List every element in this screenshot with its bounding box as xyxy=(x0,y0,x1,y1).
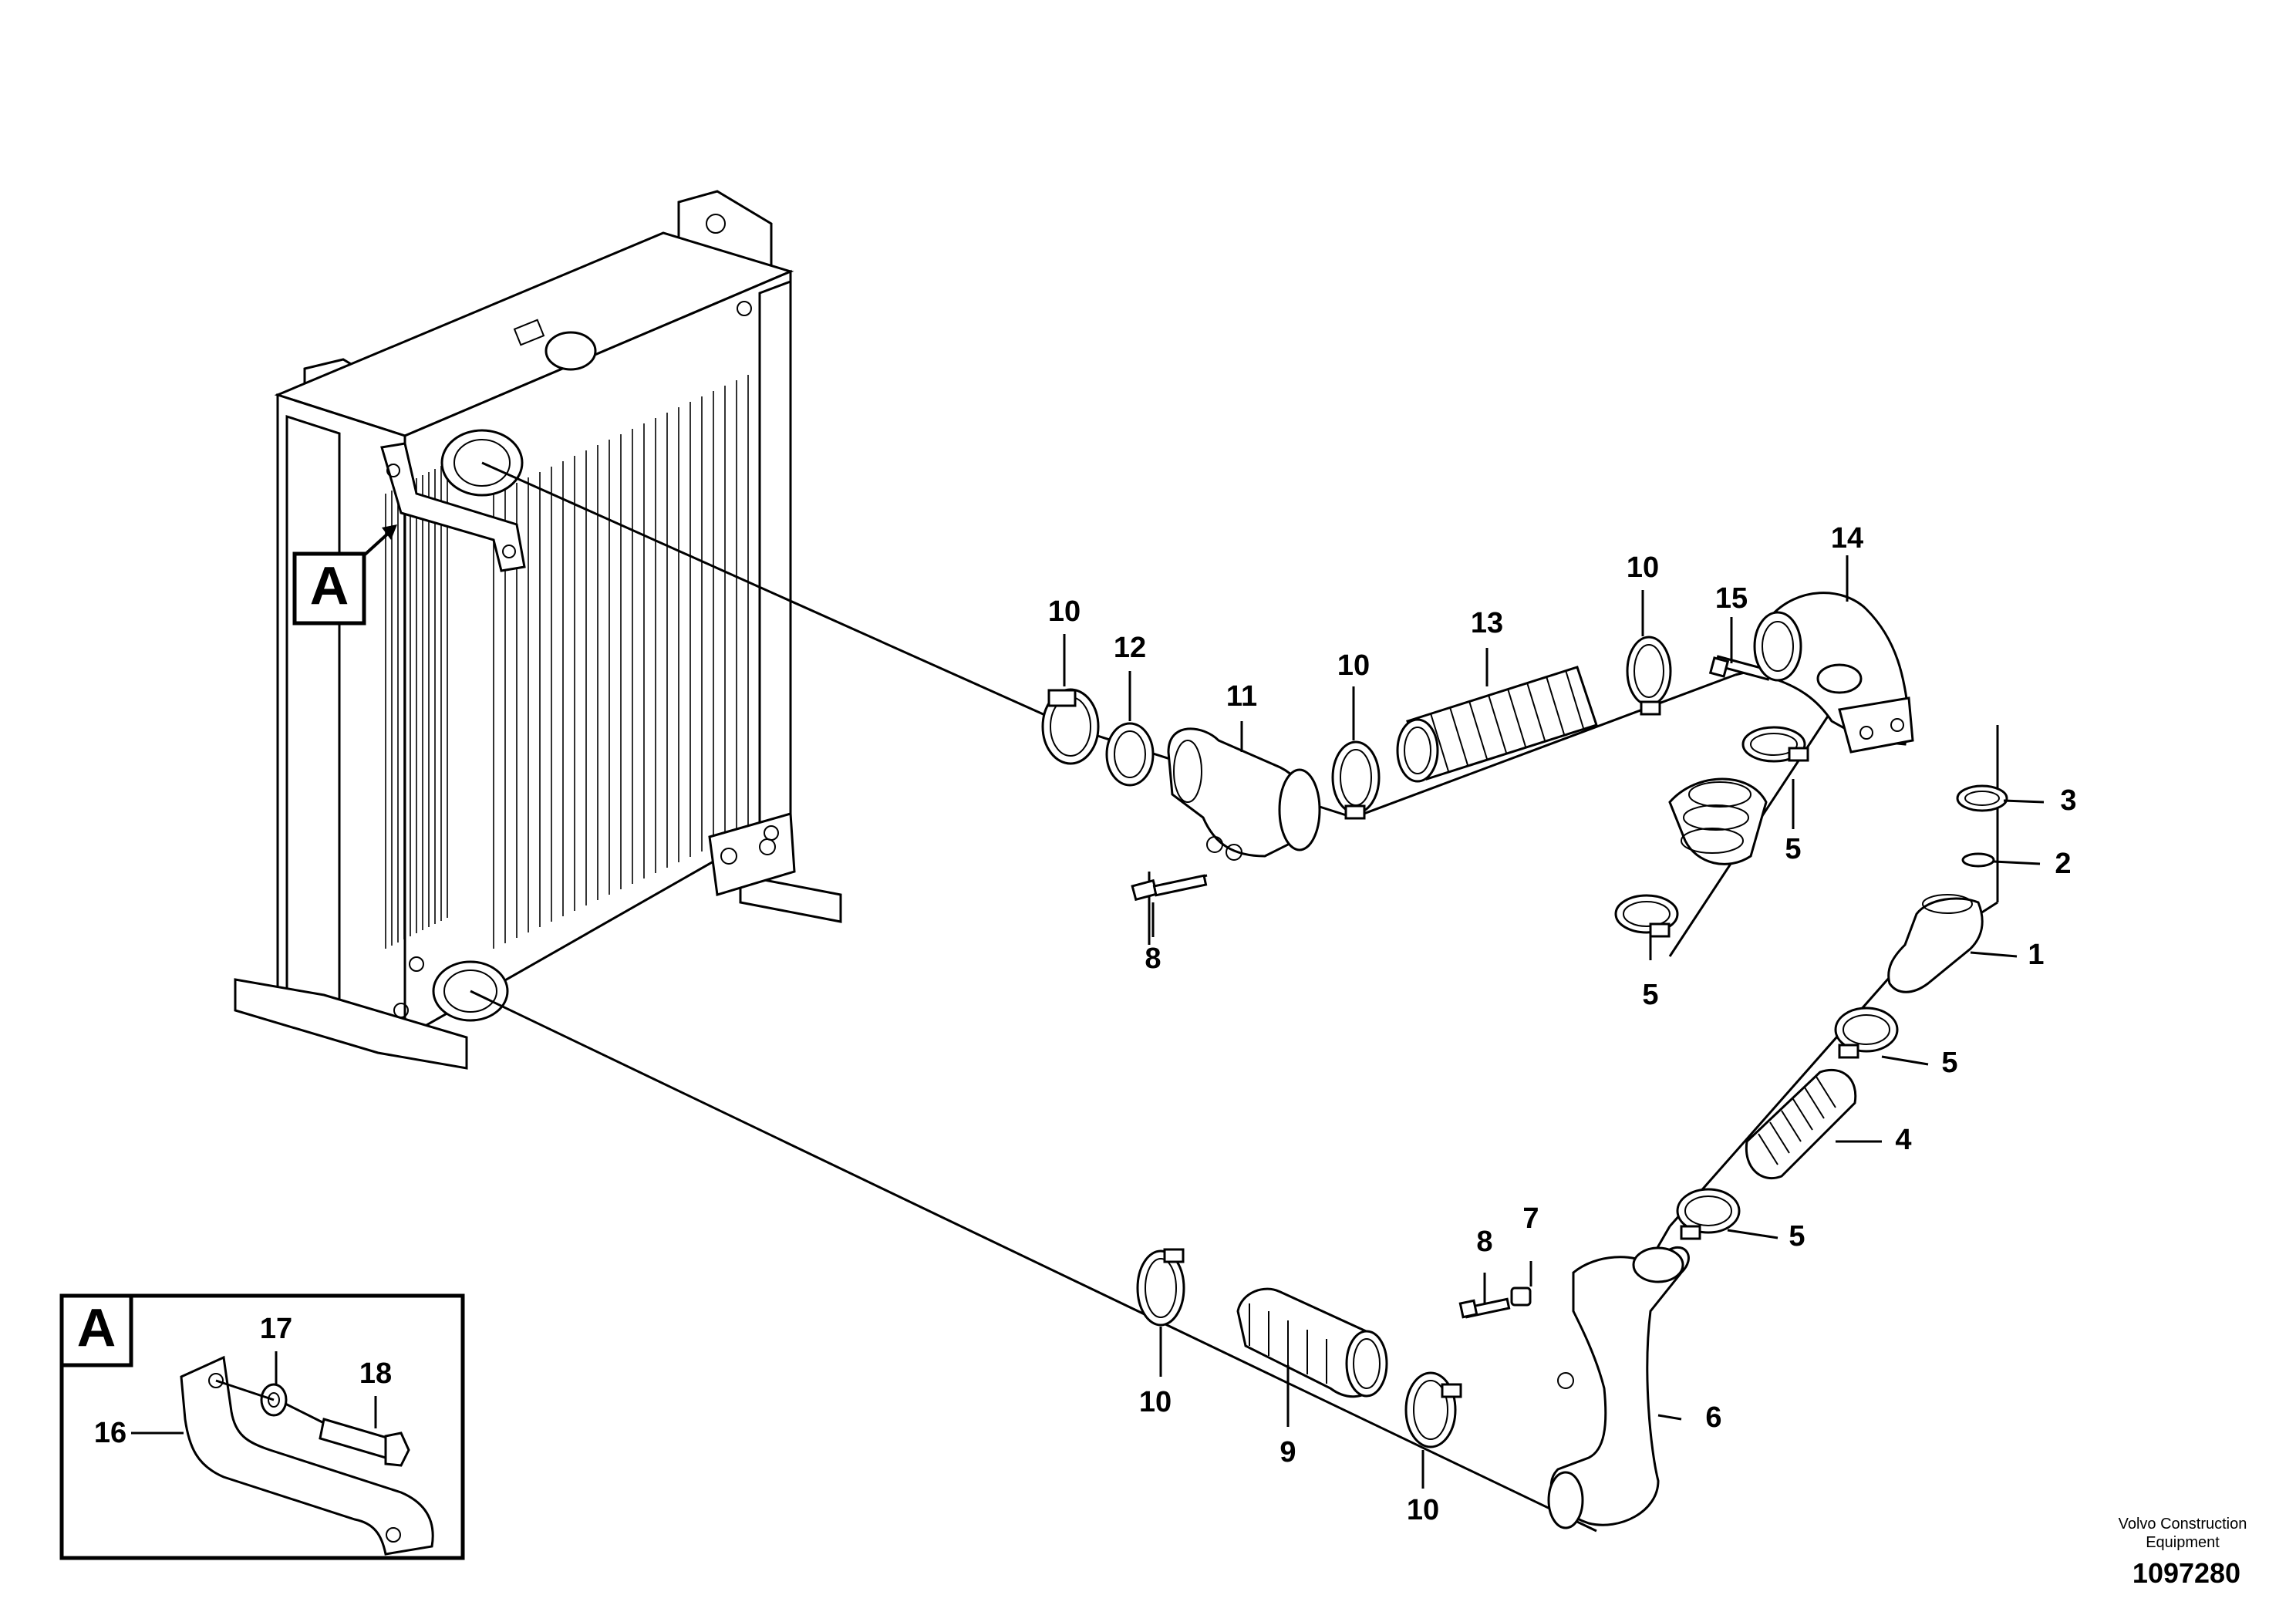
pipe-11 xyxy=(1167,727,1321,861)
hose-clamp-10-lower-left xyxy=(1136,1248,1185,1327)
callout-7: 7 xyxy=(1522,1202,1539,1235)
callout-10: 10 xyxy=(1139,1386,1172,1418)
callout-12: 12 xyxy=(1114,632,1146,664)
company-name-line1: Volvo Construction xyxy=(2119,1516,2247,1533)
company-name-line2: Equipment xyxy=(2146,1534,2220,1551)
callout-8: 8 xyxy=(1476,1226,1492,1258)
elbow-14 xyxy=(1753,592,1914,754)
bellows-hose-13 xyxy=(1396,666,1598,783)
assembly-lines xyxy=(470,461,1999,1533)
bolt-8-upper xyxy=(1131,874,1208,902)
spacer-7 xyxy=(1510,1286,1532,1307)
callout-18: 18 xyxy=(359,1357,392,1390)
callout-11: 11 xyxy=(1226,680,1257,713)
leader-lines xyxy=(1063,555,2045,1489)
callout-2: 2 xyxy=(2055,848,2071,880)
detail-inset-a: A 17 18 16 xyxy=(59,1293,465,1560)
hose-clamp-10-upper-middle xyxy=(1331,740,1381,820)
callout-6: 6 xyxy=(1705,1401,1721,1434)
hose-clamp-5-upper xyxy=(1741,726,1809,763)
hose-clamp-10-upper-left xyxy=(1041,688,1100,765)
hose-clamp-10-upper-right xyxy=(1626,636,1672,716)
hose-clamp-5-right-lower xyxy=(1676,1188,1741,1240)
callout-13: 13 xyxy=(1471,607,1503,639)
callout-5: 5 xyxy=(1642,979,1658,1011)
bolt-18 xyxy=(319,1418,410,1467)
bracket-16 xyxy=(180,1355,434,1556)
callout-4: 4 xyxy=(1895,1124,1911,1156)
callout-1: 1 xyxy=(2028,939,2044,971)
inset-letter: A xyxy=(77,1297,116,1357)
bellows-hose-4 xyxy=(1745,1068,1857,1180)
callout-14: 14 xyxy=(1831,522,1863,555)
bellows-coupling xyxy=(1668,777,1768,865)
detail-marker-a: A xyxy=(292,524,397,626)
hose-clamp-5-lower xyxy=(1614,894,1679,938)
hose-clamp-3 xyxy=(1956,784,2008,812)
hose-clamp-10-lower-right xyxy=(1404,1371,1462,1448)
callout-5: 5 xyxy=(1941,1047,1957,1079)
callout-10: 10 xyxy=(1337,649,1370,682)
callout-10: 10 xyxy=(1407,1494,1439,1526)
callout-10: 10 xyxy=(1627,551,1659,584)
callout-16: 16 xyxy=(94,1417,126,1449)
callout-8: 8 xyxy=(1145,943,1161,975)
pipe-6 xyxy=(1547,1246,1690,1529)
callout-3: 3 xyxy=(2060,784,2076,817)
hose-clamp-5-right-upper xyxy=(1834,1007,1899,1059)
hose-1 xyxy=(1887,894,1984,993)
detail-marker-letter: A xyxy=(310,555,349,615)
callout-15: 15 xyxy=(1715,582,1748,615)
callout-17: 17 xyxy=(260,1313,292,1345)
radiator-assembly xyxy=(234,190,842,1070)
callout-9: 9 xyxy=(1279,1436,1296,1469)
o-ring-2 xyxy=(1961,852,1995,868)
document-number: 1097280 xyxy=(2132,1557,2240,1589)
publisher-footer: Volvo Construction Equipment 1097280 xyxy=(2119,1516,2247,1589)
bellows-hose-9 xyxy=(1236,1287,1388,1398)
core-fins-left xyxy=(385,463,448,949)
callout-5: 5 xyxy=(1789,1220,1805,1253)
o-ring-12 xyxy=(1105,722,1155,787)
callout-10: 10 xyxy=(1048,595,1081,628)
callout-5: 5 xyxy=(1785,833,1801,865)
callout-labels: 10 12 11 10 13 10 15 14 5 5 8 3 2 1 5 4 … xyxy=(1048,522,2077,1526)
bolt-8-lower xyxy=(1458,1297,1511,1319)
